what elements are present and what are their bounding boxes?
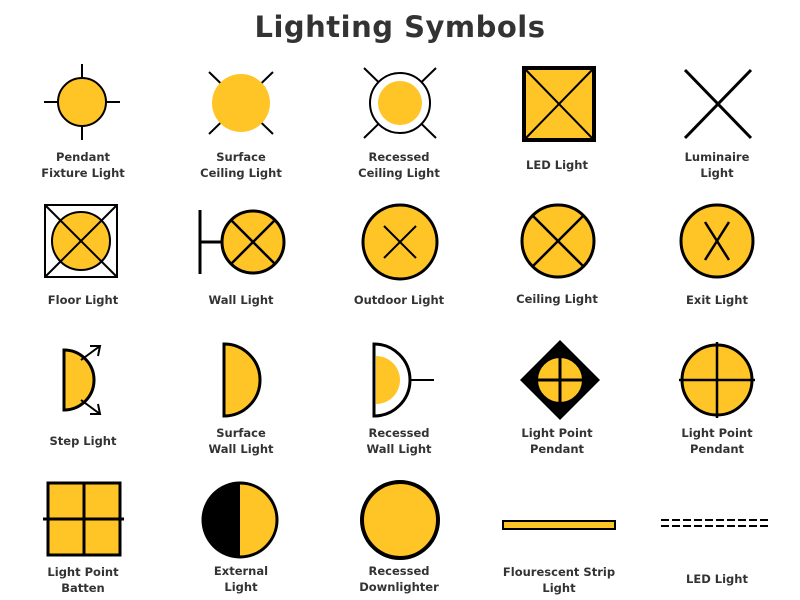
floor-light-icon [44, 204, 118, 278]
label-led-light-strip: LED Light [686, 572, 748, 586]
recessed-ceiling-light-icon [363, 67, 437, 139]
recessed-wall-light-icon [372, 342, 434, 418]
surface-wall-light-icon [222, 342, 262, 418]
surface-ceiling-light-icon [208, 71, 274, 135]
label-ceiling-light: Ceiling Light [516, 292, 598, 306]
exit-light-icon [679, 203, 755, 279]
external-light-icon [201, 481, 279, 559]
light-point-pendant-diamond-icon [520, 340, 600, 420]
light-point-pendant-crosshair-icon [679, 342, 755, 418]
led-light-square-icon [522, 66, 596, 142]
ceiling-light-icon [520, 203, 596, 279]
label-exit-light: Exit Light [686, 293, 748, 307]
recessed-downlighter-icon [360, 480, 440, 560]
light-point-batten-icon [43, 481, 124, 557]
outdoor-light-icon [361, 203, 439, 281]
label-step-light: Step Light [49, 434, 117, 448]
page-title: Lighting Symbols [254, 10, 546, 44]
label-led-light: LED Light [526, 158, 588, 172]
flourescent-strip-light-icon [502, 520, 616, 530]
wall-light-icon [198, 209, 286, 275]
pendant-fixture-light-icon [44, 64, 120, 140]
label-outdoor-light: Outdoor Light [353, 293, 445, 307]
step-light-icon [62, 345, 102, 415]
label-floor-light: Floor Light [47, 293, 119, 307]
led-light-strip-icon [661, 519, 771, 527]
luminaire-light-icon [683, 68, 753, 140]
label-wall-light: Wall Light [208, 293, 274, 307]
